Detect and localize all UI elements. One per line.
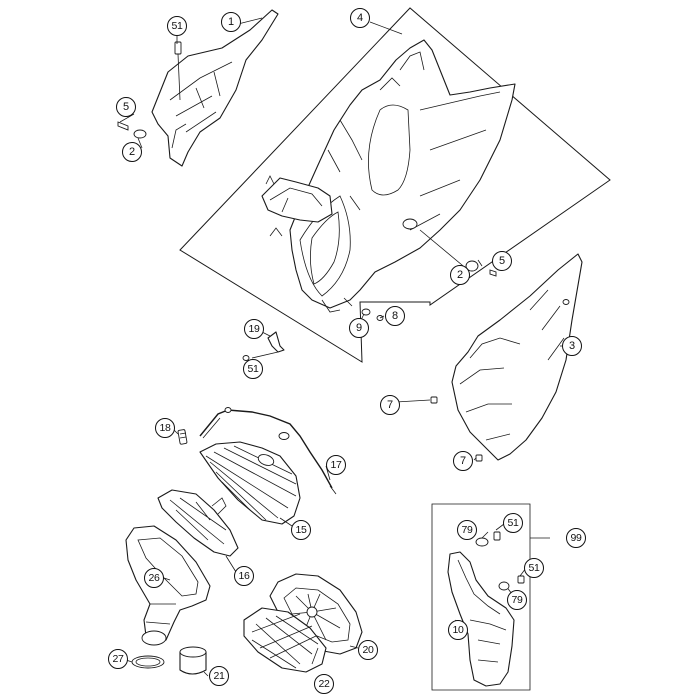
part-16-filter-cage <box>157 489 239 557</box>
callout-10: 10 <box>448 620 468 640</box>
callout-16: 16 <box>234 566 254 586</box>
callout-2-right: 2 <box>450 265 470 285</box>
callout-18: 18 <box>155 418 175 438</box>
callout-9: 9 <box>349 318 369 338</box>
callout-5-left: 5 <box>116 97 136 117</box>
callout-79-lower: 79 <box>507 590 527 610</box>
callout-79-upper: 79 <box>457 520 477 540</box>
callout-51-top: 51 <box>167 16 187 36</box>
part-27-clamp <box>131 655 165 669</box>
callout-20: 20 <box>358 640 378 660</box>
part-22-filter-sheet <box>243 607 327 673</box>
callout-51-lower: 51 <box>243 359 263 379</box>
callout-7-upper: 7 <box>380 395 400 415</box>
part-4-airbox <box>261 39 516 313</box>
hardware-small-parts <box>117 41 497 462</box>
callout-4: 4 <box>350 8 370 28</box>
part-3-side-cover <box>451 253 583 461</box>
part-17-breather-hose <box>199 407 337 495</box>
callout-8: 8 <box>385 306 405 326</box>
part-21-sleeve <box>179 646 207 675</box>
part-19-bracket <box>267 331 285 353</box>
part-18-screw <box>177 429 188 445</box>
part-10-cover-kit <box>447 551 515 687</box>
part-99-kit-hardware <box>475 531 525 591</box>
callout-19: 19 <box>244 319 264 339</box>
callout-51-kit-upper: 51 <box>503 513 523 533</box>
leader-lines <box>119 17 572 691</box>
callout-17: 17 <box>326 455 346 475</box>
callout-7-lower: 7 <box>453 451 473 471</box>
part-20-filter-cover <box>269 573 363 655</box>
assembly-frame-4 <box>179 7 611 363</box>
callout-15: 15 <box>291 520 311 540</box>
callout-27: 27 <box>108 649 128 669</box>
callout-51-kit-lower: 51 <box>524 558 544 578</box>
callout-3: 3 <box>562 336 582 356</box>
callout-5-right: 5 <box>492 251 512 271</box>
callout-2-left: 2 <box>122 142 142 162</box>
callout-21: 21 <box>209 666 229 686</box>
callout-99: 99 <box>566 528 586 548</box>
callout-1: 1 <box>221 12 241 32</box>
callout-22: 22 <box>314 674 334 694</box>
part-15-air-filter <box>199 441 301 525</box>
callout-26: 26 <box>144 568 164 588</box>
part-26-intake-boot <box>125 525 211 646</box>
part-1-side-panel <box>151 9 279 167</box>
